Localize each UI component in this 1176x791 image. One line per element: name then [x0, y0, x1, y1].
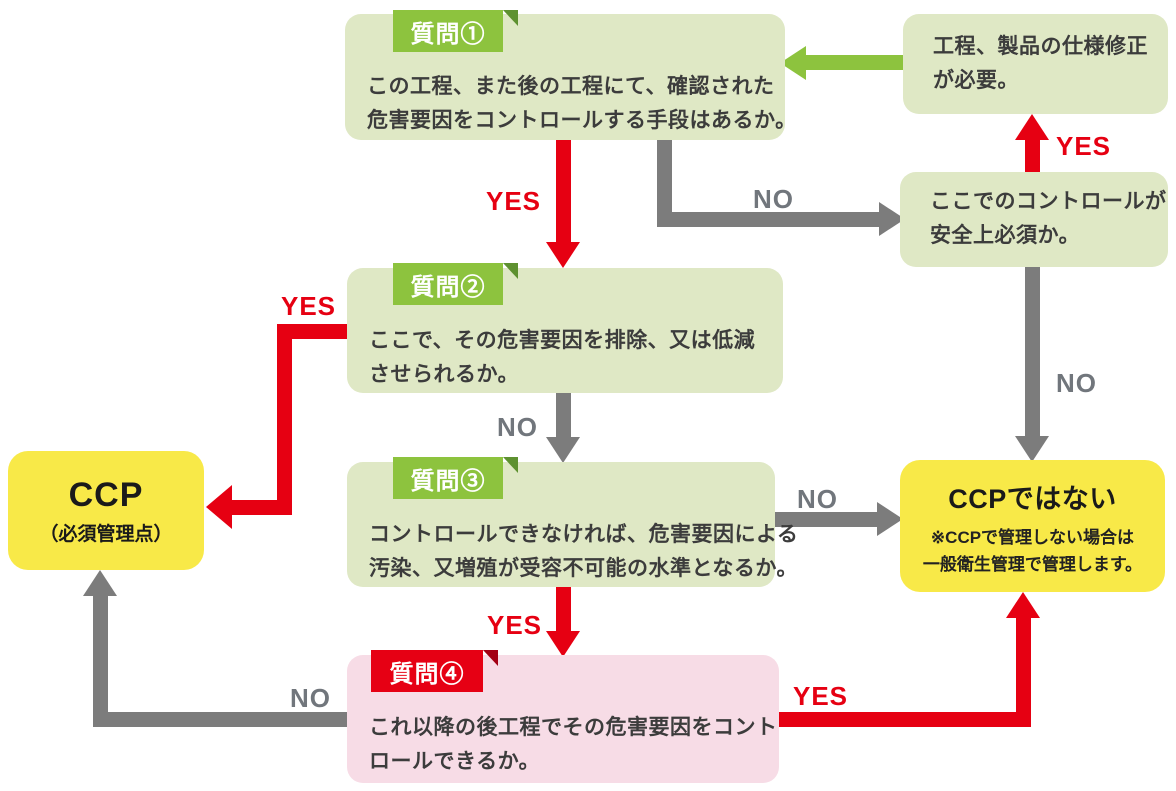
question3-badge-label: 質問③	[410, 467, 486, 495]
arrow-q4-ccp-vline	[93, 592, 108, 727]
no-label-q1-control: NO	[753, 184, 794, 214]
question4-text: これ以降の後工程でその危害要因をコント ロールできるか。	[369, 711, 778, 779]
question1-box: この工程、また後の工程にて、確認された 危害要因をコントロールする手段はあるか。	[345, 14, 796, 140]
question1-text-line1: この工程、また後の工程にて、確認された	[367, 75, 775, 98]
yes-label-q3-q4: YES	[487, 610, 543, 640]
question1-badge-label: 質問①	[410, 20, 486, 48]
question2-badge-label: 質問②	[410, 273, 486, 301]
no-label-q3-notccp: NO	[797, 484, 838, 514]
arrow-q1-q2-line	[556, 140, 571, 242]
question1-badge: 質問①	[393, 10, 503, 52]
arrow-q2-ccp-head	[206, 485, 232, 529]
control-necessary-line2: 安全上必須か。	[930, 224, 1081, 247]
not-ccp-box: CCPではない ※CCPで管理しない場合は 一般衛生管理で管理します。	[900, 460, 1165, 592]
question2-badge: 質問②	[393, 263, 503, 305]
arrow-q2-ccp-hline2	[228, 500, 292, 515]
arrow-q4-ccp-hline	[93, 712, 347, 727]
control-necessary-text: ここでのコントロールが 安全上必須か。	[930, 185, 1167, 253]
question3-box: コントロールできなければ、危害要因による 汚染、又増殖が受容不可能の水準となるか…	[347, 462, 798, 587]
modify-spec-line2: が必要。	[933, 69, 1019, 92]
question3-text-line2: 汚染、又増殖が受容不可能の水準となるか。	[369, 557, 798, 580]
arrow-q1-q2-head	[546, 242, 580, 268]
arrow-q4-notccp-hline	[775, 712, 1031, 727]
ccp-box: CCP （必須管理点）	[8, 451, 204, 570]
ccp-content: CCP （必須管理点）	[8, 451, 204, 570]
arrow-control-modify-line	[1025, 138, 1040, 172]
question3-badge: 質問③	[393, 457, 503, 499]
question4-badge-label: 質問④	[389, 660, 465, 688]
ccp-subtitle: （必須管理点）	[39, 523, 173, 545]
not-ccp-note-line1: ※CCPで管理しない場合は	[930, 528, 1135, 547]
arrow-q1-control-vline	[657, 140, 672, 227]
no-label-q4-ccp: NO	[290, 683, 331, 713]
no-label-control-notccp: NO	[1056, 368, 1097, 398]
ccp-title: CCP	[68, 475, 144, 514]
arrow-q2-q3-head	[546, 437, 580, 463]
modify-spec-line1: 工程、製品の仕様修正	[933, 35, 1148, 58]
modify-spec-text: 工程、製品の仕様修正 が必要。	[933, 30, 1148, 98]
arrow-q3-q4-head	[546, 631, 580, 657]
question1-text-line2: 危害要因をコントロールする手段はあるか。	[367, 109, 797, 132]
not-ccp-note: ※CCPで管理しない場合は 一般衛生管理で管理します。	[900, 524, 1165, 578]
arrow-q3-notccp-head	[877, 502, 903, 536]
question2-text: ここで、その危害要因を排除、又は低減 させられるか。	[369, 324, 755, 392]
arrow-q2-ccp-vline	[277, 324, 292, 515]
arrow-control-modify-head	[1015, 114, 1049, 140]
question4-badge: 質問④	[371, 650, 483, 692]
arrow-q3-q4-line	[556, 587, 571, 631]
arrow-control-notccp-line	[1025, 267, 1040, 437]
yes-label-control-modify: YES	[1056, 131, 1112, 161]
arrow-q2-ccp-hline1	[277, 324, 348, 339]
question3-text-line1: コントロールできなければ、危害要因による	[369, 523, 799, 546]
question2-text-line1: ここで、その危害要因を排除、又は低減	[369, 329, 756, 352]
question1-text: この工程、また後の工程にて、確認された 危害要因をコントロールする手段はあるか。	[367, 70, 797, 138]
control-necessary-box: ここでのコントロールが 安全上必須か。	[900, 172, 1168, 267]
question2-text-line2: させられるか。	[369, 363, 520, 386]
yes-label-q1-q2: YES	[486, 186, 542, 216]
yes-label-q4-notccp: YES	[793, 681, 849, 711]
question4-text-line1: これ以降の後工程でその危害要因をコント	[369, 716, 778, 739]
not-ccp-title: CCPではない	[948, 484, 1117, 514]
arrow-modify-q1-line	[804, 55, 904, 70]
arrow-q4-notccp-vline	[1016, 614, 1031, 727]
question3-text: コントロールできなければ、危害要因による 汚染、又増殖が受容不可能の水準となるか…	[369, 518, 798, 586]
arrow-q4-notccp-head	[1006, 592, 1040, 618]
modify-spec-box: 工程、製品の仕様修正 が必要。	[903, 14, 1168, 114]
arrow-q2-q3-line	[556, 393, 571, 437]
not-ccp-note-line2: 一般衛生管理で管理します。	[922, 555, 1143, 574]
arrow-q3-notccp-line	[775, 512, 877, 527]
control-necessary-line1: ここでのコントロールが	[930, 190, 1167, 213]
arrow-q4-ccp-head	[83, 570, 117, 596]
arrow-control-notccp-head	[1015, 436, 1049, 462]
yes-label-q2-ccp: YES	[281, 291, 337, 321]
question4-text-line2: ロールできるか。	[369, 750, 541, 773]
no-label-q2-q3: NO	[497, 412, 538, 442]
arrow-q1-control-hline	[657, 212, 881, 227]
